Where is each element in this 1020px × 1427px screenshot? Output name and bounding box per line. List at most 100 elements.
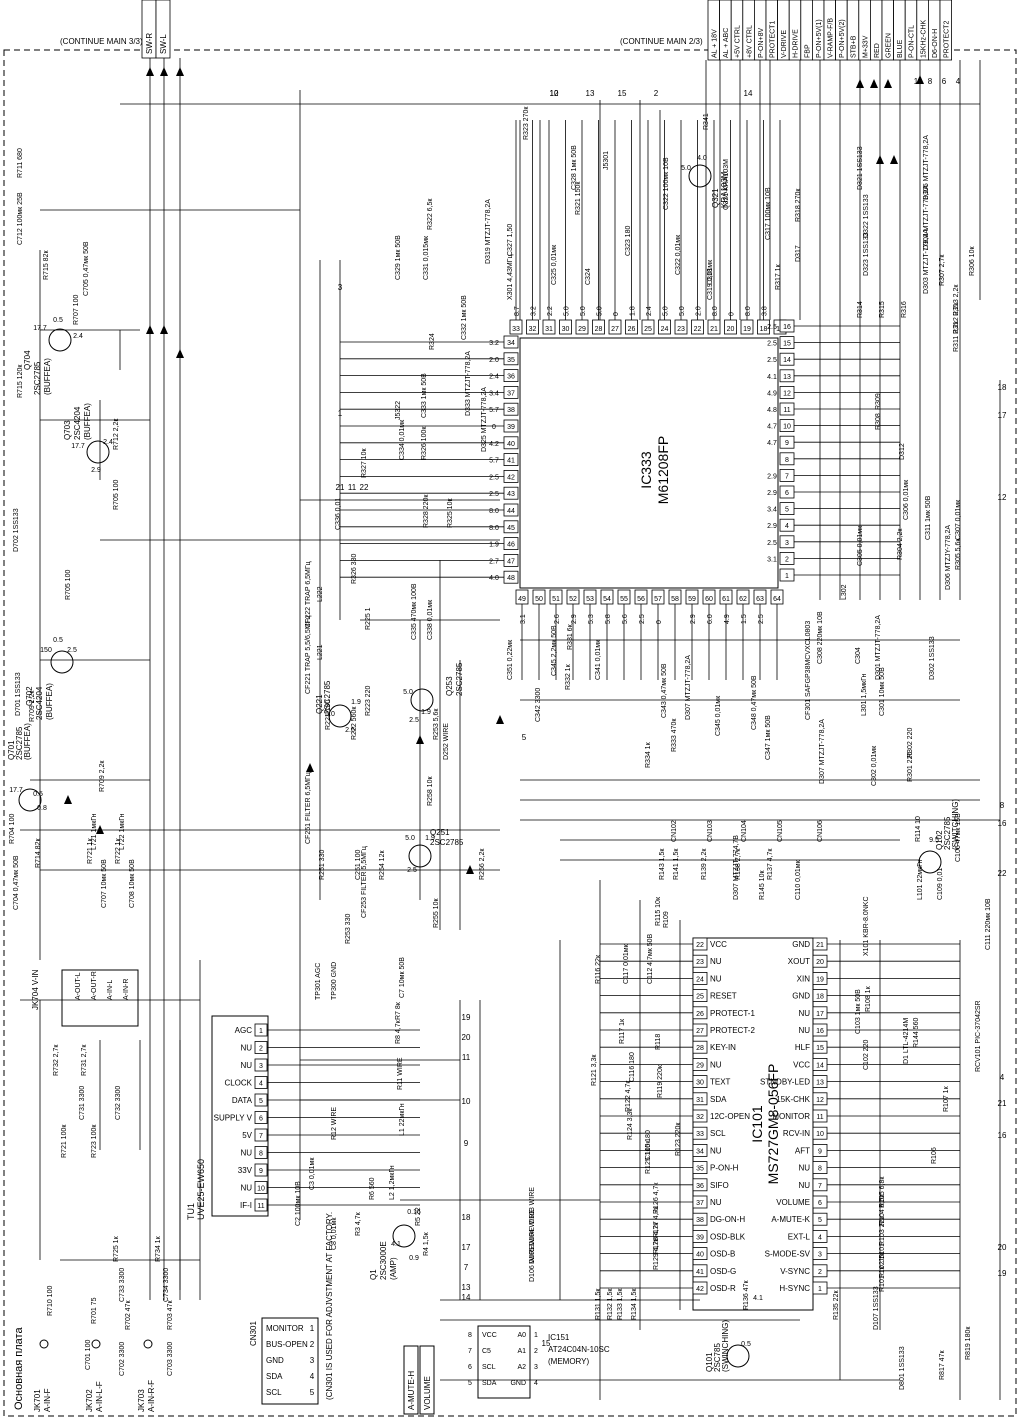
- ic333-pin-voltage: 5.6: [622, 614, 629, 624]
- signal-arrow: [160, 325, 168, 334]
- volume-label: VOLUME: [423, 1376, 432, 1410]
- component-label: R326 330: [351, 554, 358, 584]
- tuner-pin-number: 2: [259, 1046, 263, 1053]
- component-label: R222 560к: [351, 706, 358, 740]
- right-connector-label: BLUE: [897, 39, 904, 58]
- right-connector-label: P-ON+5V(1): [816, 19, 823, 58]
- component-label: C701 100: [85, 1340, 92, 1370]
- ic101-pin-label: OSD-G: [710, 1267, 736, 1276]
- component-label: D307 MTZJT-778,2A: [685, 655, 692, 720]
- ic333-pin-number: 30: [562, 326, 570, 333]
- ic101-pin-label: 15K-CHK: [776, 1095, 810, 1104]
- component-label: R125 100к: [645, 1140, 652, 1174]
- voltage-reading: 1.9: [425, 835, 435, 842]
- component-label: R132 1,5к: [607, 1288, 614, 1320]
- component-label: D323 1SS133: [863, 232, 870, 276]
- ic101-pin-number: 4: [818, 1234, 822, 1241]
- ic101-pin-label: NU: [710, 1198, 722, 1207]
- component-label: C111 220мк 10В: [985, 898, 992, 950]
- voltage-reading: 17.7: [71, 443, 85, 450]
- ic333-pin-number: 32: [529, 326, 537, 333]
- ic101-pin-number: 14: [816, 1062, 824, 1069]
- component-label: L222: [317, 586, 324, 602]
- voltage-reading: 0.5: [33, 791, 43, 798]
- ic333-pin-voltage: 0: [729, 312, 736, 316]
- q102-note: (SWITCHING): [951, 799, 960, 850]
- net-number: 15: [542, 1339, 551, 1348]
- component-label: R137 4,7к: [767, 848, 774, 880]
- component-label: CN104: [741, 820, 748, 842]
- cn301-pin-label: SDA: [266, 1372, 283, 1381]
- ic333-pin-number: 43: [507, 491, 515, 498]
- component-label: R103 22к: [879, 1216, 886, 1246]
- tuner-pin-number: 11: [257, 1203, 264, 1210]
- component-label: R101 1к: [879, 1265, 886, 1292]
- right-connector-label: RED: [874, 43, 881, 58]
- ic151-sub: (MEMORY): [548, 1357, 590, 1366]
- ic333-pin-number: 49: [518, 596, 526, 603]
- component-label: D321 1SS133: [857, 146, 864, 190]
- component-label: R731 2,7к: [81, 1044, 88, 1076]
- ic101-pin-label: STNDBY-LED: [760, 1078, 810, 1087]
- component-label: R105 6,8к: [879, 1176, 886, 1208]
- net-number: 19: [998, 1269, 1007, 1278]
- component-label: C336 0,01: [335, 498, 342, 530]
- ic333-pin-number: 53: [586, 596, 594, 603]
- q701-ref: Q701: [7, 740, 16, 760]
- ic101-pin-label: NU: [710, 1146, 722, 1155]
- ic101-pin-label: V-SYNC: [780, 1267, 810, 1276]
- right-connector-label: +8V CTRL: [746, 25, 753, 58]
- ic333-pin-number: 46: [507, 542, 515, 549]
- component-label: R817 47к: [939, 1350, 946, 1380]
- ic333-pin-number: 55: [620, 596, 628, 603]
- voltage-reading: 2.5: [407, 867, 417, 874]
- ic333-pin-voltage: 0: [613, 312, 620, 316]
- component-label: D106 WIRE: [529, 1245, 536, 1282]
- signal-arrow: [856, 79, 864, 88]
- ic333-pin-number: 29: [578, 326, 586, 333]
- component-label: R221 100: [325, 700, 332, 730]
- transistors: Q704 2SC2785 (BUFFEA) Q703 2SC4204 (BUFF…: [7, 164, 960, 1372]
- right-connector-label: PROTECT2: [944, 21, 951, 58]
- net-number: 12: [550, 89, 559, 98]
- ic333-pin-number: 56: [637, 596, 645, 603]
- ic151-pin-number: 8: [468, 1332, 472, 1339]
- tuner-part: UVE25-EW650: [196, 1159, 206, 1220]
- ic333-pin-voltage: 5.8: [605, 614, 612, 624]
- ic333-pin-number: 37: [507, 390, 515, 397]
- component-label: CN105: [777, 820, 784, 842]
- voltage-reading: 2.5: [345, 727, 355, 734]
- tuner-pin-label: DATA: [232, 1096, 253, 1105]
- q101-ref: Q101: [705, 1352, 714, 1372]
- component-label: CN106: [817, 820, 824, 842]
- component-label: D325 MTZJT-778,2A: [481, 387, 488, 452]
- ic333-pin-voltage: 3.1: [767, 556, 777, 563]
- q703-symbol: [86, 440, 110, 464]
- component-label: R12 WIRE: [331, 1107, 338, 1140]
- q253-symbol: [410, 688, 434, 712]
- component-label: C333 1мк 50В: [421, 373, 428, 418]
- component-label: D107 1SS133: [873, 1286, 880, 1330]
- right-connector-label: 15KHz-CHK: [920, 20, 927, 58]
- q703-part: 2SC4204: [73, 406, 82, 440]
- component-label: R318 270к: [795, 188, 802, 222]
- component-label: C304: [855, 647, 862, 664]
- component-label: CF253 FILTER 5,5МГц: [361, 846, 368, 918]
- net-number: 11: [462, 1053, 471, 1062]
- ic101-pin-label: KEY-IN: [710, 1043, 736, 1052]
- component-label: C712 100мк 25В: [17, 192, 24, 245]
- component-label: R108 1к: [865, 985, 872, 1012]
- ic333-pin-voltage: 5.7: [489, 458, 499, 465]
- q321-ref: Q321: [711, 188, 720, 208]
- ic101-pin-number: 42: [696, 1286, 704, 1293]
- ic333-part: M61208FP: [655, 436, 671, 504]
- ic333-pin-number: 44: [507, 508, 515, 515]
- right-connector-label: +5V CTRL: [735, 25, 742, 58]
- ic101-pin-label: NU: [798, 1181, 810, 1190]
- component-label: R117 1к: [619, 1018, 626, 1044]
- voltage-reading: 4.1: [391, 1241, 401, 1248]
- ic333-pin-voltage: 8.0: [745, 306, 752, 316]
- component-label: C322 0,01мк: [675, 234, 682, 275]
